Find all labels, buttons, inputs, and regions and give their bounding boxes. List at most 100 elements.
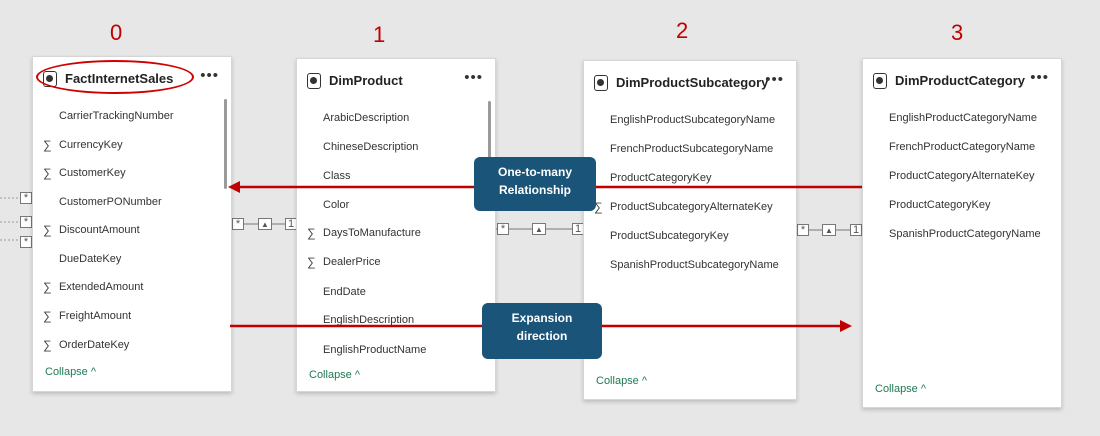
callout-line: direction [516,329,568,343]
field-row[interactable]: ∑DealerPrice [297,255,475,275]
field-row[interactable]: ∑OrderDateKey [33,338,211,358]
one-marker[interactable]: 1 [850,224,862,236]
field-name: DealerPrice [323,256,381,268]
callout-expansion-direction: Expansion direction [482,303,602,359]
sigma-icon: ∑ [43,338,52,352]
field-row[interactable]: ProductCategoryKey [863,198,1041,218]
ellipsis-icon[interactable]: ••• [765,71,784,88]
field-row[interactable]: ArabicDescription [297,111,475,131]
field-row[interactable]: CarrierTrackingNumber [33,109,211,129]
table-icon [873,73,887,89]
field-name: CustomerPONumber [59,196,162,208]
table-index-0: 0 [110,20,123,45]
field-name: CurrencyKey [59,139,123,151]
field-row[interactable]: ∑DaysToManufacture [297,226,475,246]
field-name: EnglishProductSubcategoryName [610,114,776,126]
field-row[interactable]: SpanishProductSubcategoryName [584,258,779,278]
sigma-icon: ∑ [43,280,52,294]
field-name: DueDateKey [59,253,122,265]
table-index-3: 3 [951,20,964,45]
field-row[interactable]: ∑FreightAmount [33,309,211,329]
collapse-link[interactable]: Collapse ^ [309,369,361,381]
field-name: CarrierTrackingNumber [59,110,174,122]
field-name: EnglishProductName [323,344,427,356]
field-row[interactable]: DueDateKey [33,252,211,272]
sigma-icon: ∑ [43,223,52,237]
one-marker[interactable]: 1 [572,223,584,235]
field-row[interactable]: EnglishProductSubcategoryName [584,113,776,133]
many-marker[interactable]: * [20,216,32,228]
field-name: Color [323,199,350,211]
many-marker[interactable]: * [20,192,32,204]
callout-one-to-many: One-to-many Relationship [474,157,596,211]
collapse-link[interactable]: Collapse ^ [596,375,648,387]
table-card-factinternetsales[interactable]: FactInternetSales ••• CarrierTrackingNum… [32,56,232,392]
field-name: SpanishProductCategoryName [889,228,1041,240]
collapse-link[interactable]: Collapse ^ [875,383,927,395]
filter-direction-icon: ▲ [532,223,546,235]
table-header[interactable]: DimProductCategory ••• [863,59,1061,103]
collapse-link[interactable]: Collapse ^ [45,366,97,378]
many-marker[interactable]: * [497,223,509,235]
many-marker[interactable]: * [20,236,32,248]
field-name: ProductSubcategoryKey [610,230,729,242]
field-row[interactable]: FrenchProductCategoryName [863,140,1041,160]
sigma-icon: ∑ [43,309,52,323]
field-row[interactable]: EnglishProductCategoryName [863,111,1041,131]
field-name: ProductSubcategoryAlternateKey [610,201,773,213]
table-header[interactable]: DimProductSubcategory ••• [584,61,796,105]
field-row[interactable]: Class [297,169,475,189]
table-title: DimProductCategory [895,73,1026,88]
many-marker[interactable]: * [797,224,809,236]
table-title: DimProduct [329,73,403,88]
ellipsis-icon[interactable]: ••• [1030,69,1049,86]
field-row[interactable]: ∑ ProductSubcategoryAlternateKey [584,200,776,220]
field-row[interactable]: ∑ CurrencyKey [33,138,211,158]
field-row[interactable]: ∑ ExtendedAmount [33,280,211,300]
table-card-dimproductcategory[interactable]: DimProductCategory ••• EnglishProductCat… [862,58,1062,408]
table-icon [307,73,321,89]
scrollbar[interactable] [224,99,227,189]
highlight-ellipse [36,60,194,94]
scrollbar[interactable] [488,101,491,181]
field-name: ExtendedAmount [59,281,144,293]
field-row[interactable]: ProductCategoryKey [584,171,776,191]
field-row[interactable]: Color [297,198,475,218]
sigma-icon: ∑ [43,166,52,180]
field-row[interactable]: ∑ CustomerKey [33,166,211,186]
field-name: SpanishProductSubcategoryName [610,259,779,271]
field-name: FrenchProductSubcategoryName [610,143,774,155]
ellipsis-icon[interactable]: ••• [464,69,483,86]
field-name: EnglishProductCategoryName [889,112,1037,124]
field-name: Class [323,170,351,182]
field-name: FrenchProductCategoryName [889,141,1036,153]
callout-line: Expansion [511,311,573,325]
field-row[interactable]: SpanishProductCategoryName [863,227,1041,247]
table-title: DimProductSubcategory [616,75,769,90]
field-row[interactable]: FrenchProductSubcategoryName [584,142,776,162]
field-row[interactable]: ChineseDescription [297,140,475,160]
field-row[interactable]: ProductCategoryAlternateKey [863,169,1041,189]
field-name: ChineseDescription [323,141,419,153]
sigma-icon: ∑ [594,200,603,214]
field-row[interactable]: EnglishProductName [297,343,475,363]
sigma-icon: ∑ [43,138,52,152]
ellipsis-icon[interactable]: ••• [200,67,219,84]
table-card-dimproductsubcategory[interactable]: DimProductSubcategory ••• EnglishProduct… [583,60,797,400]
field-name: CustomerKey [59,167,126,179]
field-name: EndDate [323,286,366,298]
many-marker[interactable]: * [232,218,244,230]
filter-direction-icon: ▲ [258,218,272,230]
field-row[interactable]: EndDate [297,285,475,305]
table-card-dimproduct[interactable]: DimProduct ••• ArabicDescription Chinese… [296,58,496,392]
field-row[interactable]: ∑DiscountAmount [33,223,211,243]
field-name: ArabicDescription [323,112,410,124]
table-icon [594,75,608,91]
table-header[interactable]: DimProduct ••• [297,59,495,103]
field-row[interactable]: CustomerPONumber [33,195,211,215]
field-name: ProductCategoryKey [889,199,991,211]
field-row[interactable]: EnglishDescription [297,313,475,333]
field-row[interactable]: ProductSubcategoryKey [584,229,776,249]
callout-line: One-to-many [497,165,572,179]
